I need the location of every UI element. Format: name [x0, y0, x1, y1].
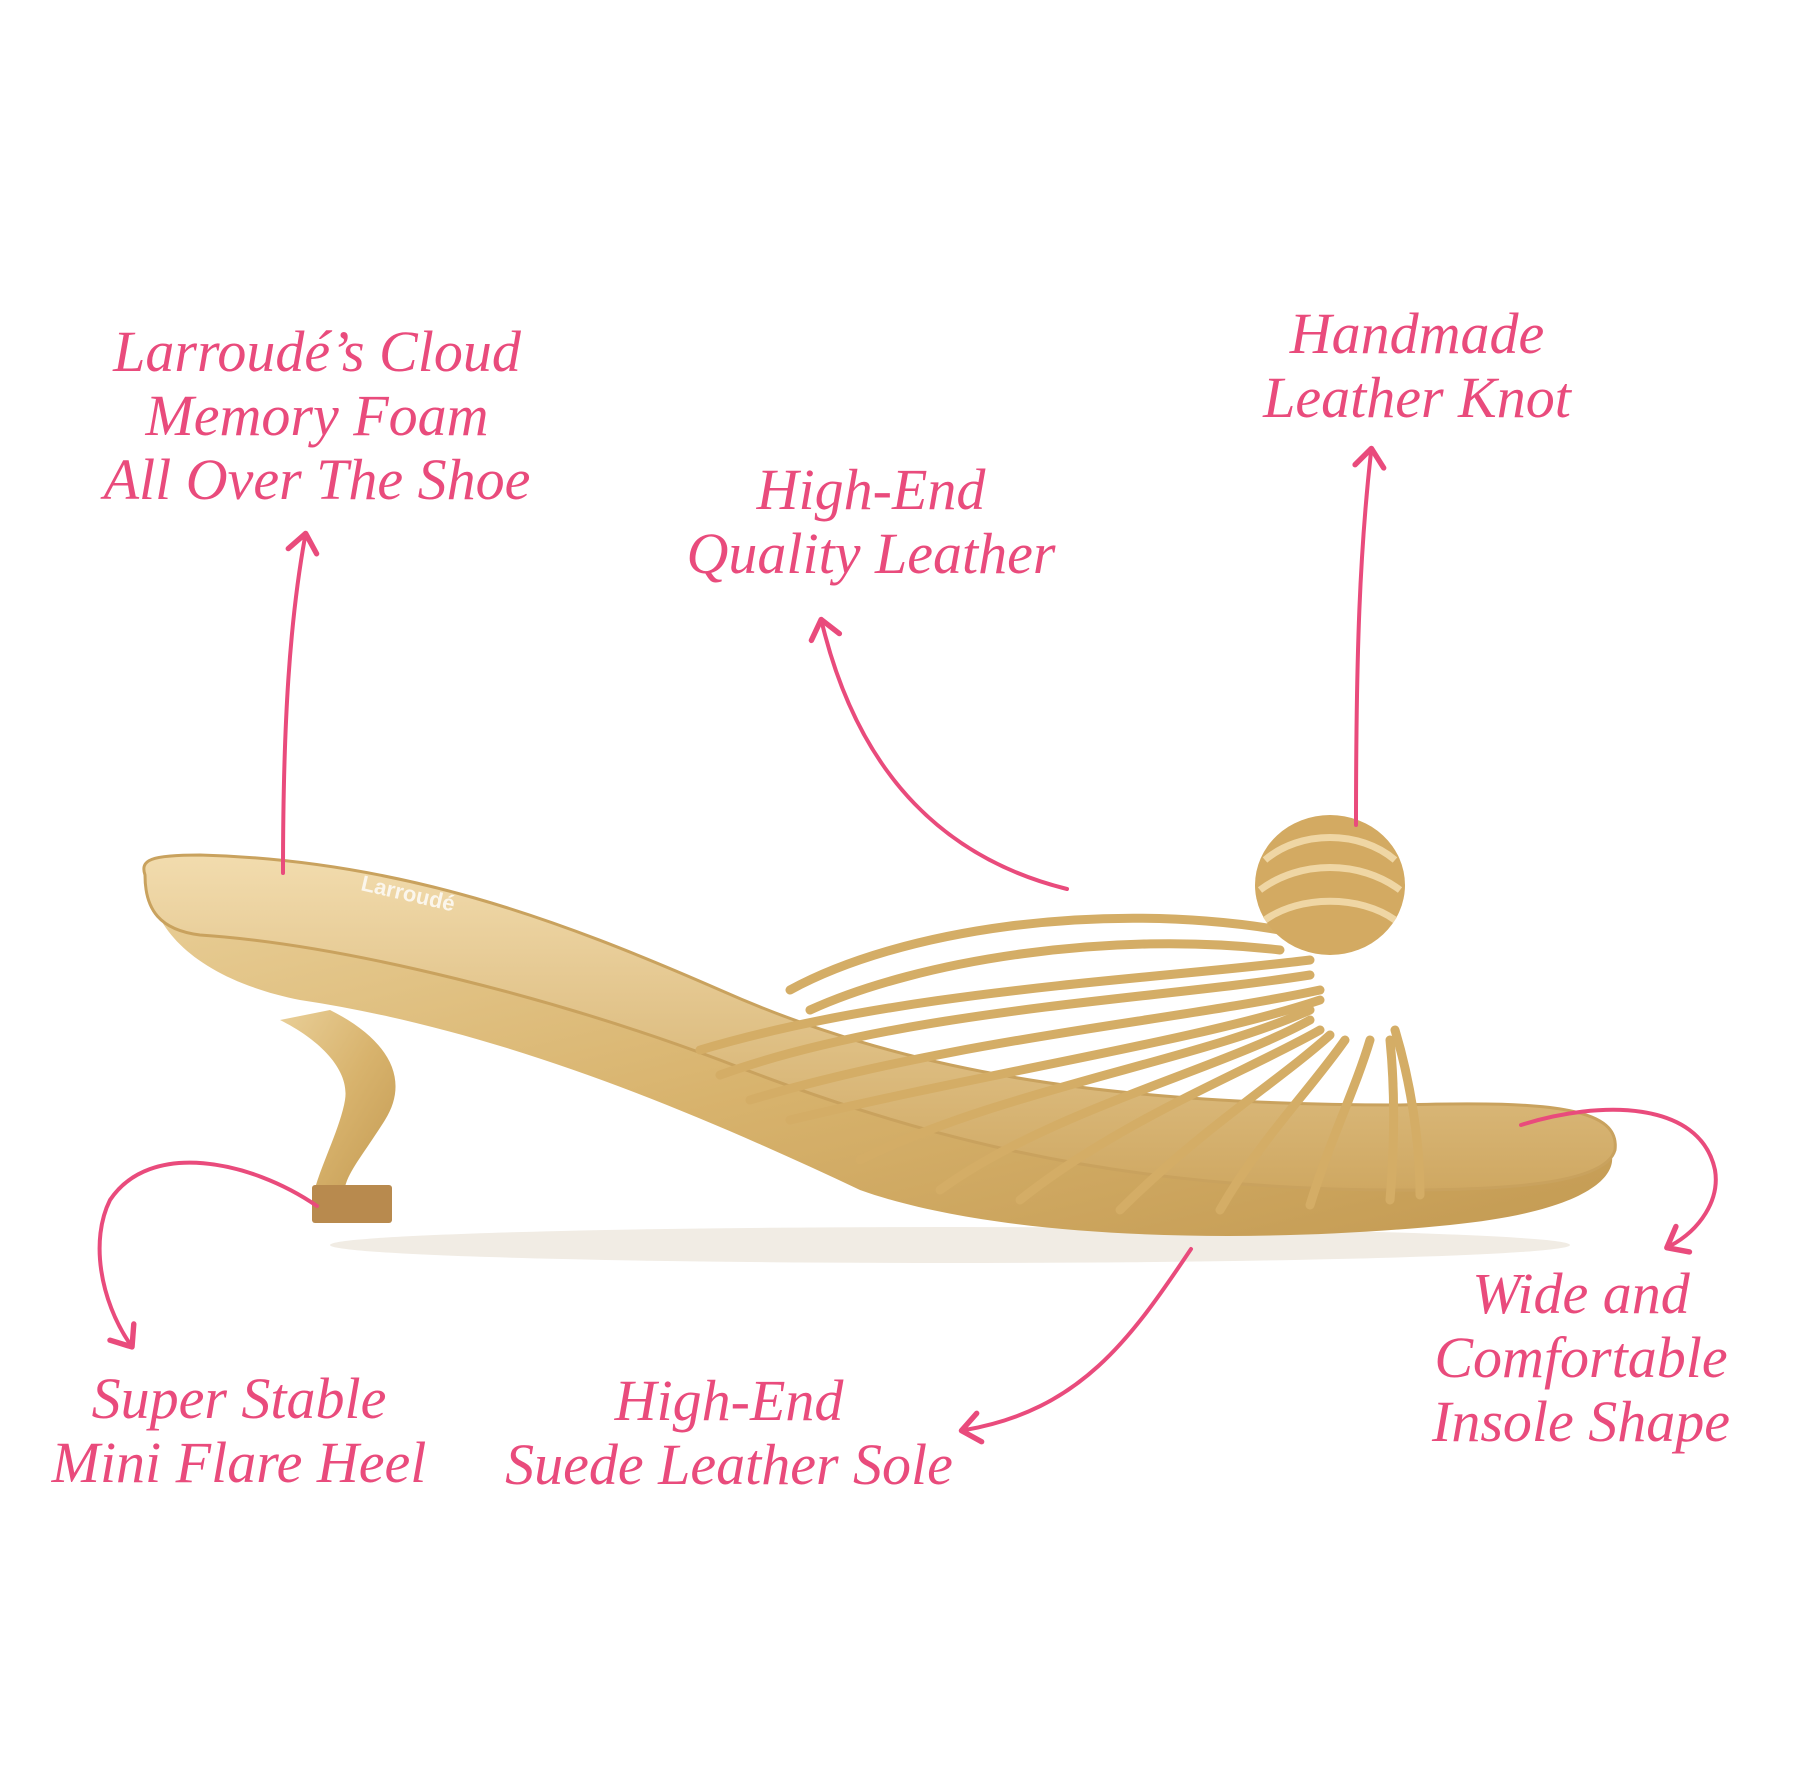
- shoe-heel: [280, 1010, 396, 1200]
- shoe-straps: [695, 913, 1425, 1215]
- callout-line: Comfortable: [1434, 1325, 1728, 1390]
- callout-leather-knot: Handmade Leather Knot: [1263, 302, 1571, 430]
- callout-suede-sole: High-End Suede Leather Sole: [505, 1369, 953, 1497]
- callout-line: High-End: [756, 457, 986, 522]
- callout-flare-heel: Super Stable Mini Flare Heel: [52, 1367, 427, 1495]
- callout-line: Super Stable: [91, 1366, 387, 1431]
- arrow-memory-foam: [281, 530, 320, 875]
- callout-line: Leather Knot: [1263, 365, 1571, 430]
- callout-line: Suede Leather Sole: [505, 1432, 953, 1497]
- callout-line: Mini Flare Heel: [51, 1430, 427, 1495]
- shoe-shadow: [330, 1227, 1570, 1263]
- callout-line: All Over The Shoe: [103, 447, 531, 512]
- callout-arrows: [97, 445, 1718, 1445]
- callout-memory-foam: Larroudé’s Cloud Memory Foam All Over Th…: [104, 320, 531, 512]
- callout-line: Insole Shape: [1432, 1389, 1730, 1454]
- callout-line: Larroudé’s Cloud: [113, 319, 521, 384]
- arrow-leather-knot: [1352, 445, 1387, 827]
- callout-line: Memory Foam: [145, 383, 489, 448]
- heel-tip: [312, 1185, 392, 1223]
- callout-quality-leather: High-End Quality Leather: [687, 458, 1056, 586]
- arrow-flare-heel: [97, 1160, 319, 1350]
- arrow-quality-leather: [808, 616, 1069, 891]
- callout-line: High-End: [614, 1368, 844, 1433]
- arrow-suede-sole: [958, 1247, 1193, 1445]
- callout-line: Quality Leather: [686, 521, 1056, 586]
- arrow-insole-shape: [1519, 1107, 1718, 1255]
- leather-knot: [1255, 815, 1405, 955]
- callout-line: Handmade: [1289, 301, 1545, 366]
- callout-insole-shape: Wide and Comfortable Insole Shape: [1432, 1262, 1730, 1454]
- callout-line: Wide and: [1472, 1261, 1690, 1326]
